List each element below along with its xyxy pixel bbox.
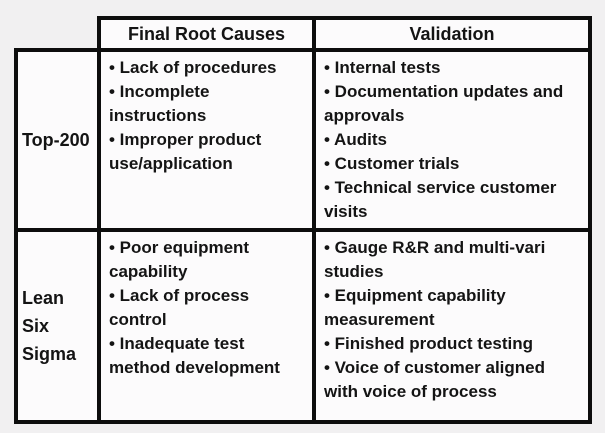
bullet-item: • Gauge R&R and multi-vari studies [324, 238, 546, 281]
header-row: Final Root Causes Validation [16, 16, 592, 52]
cell-top-200-final-root-causes: • Lack of procedures • Incomplete instruc… [97, 48, 316, 232]
bullet-item: • Poor equipment capability [109, 238, 250, 281]
bullet-item: • Incomplete instructions [109, 82, 210, 125]
corner-spacer [16, 18, 99, 50]
root-cause-validation-table: Final Root Causes Validation Top-200 • L… [14, 16, 592, 424]
bullet-item: • Voice of customer aligned with voice o… [324, 358, 546, 401]
row-label-cell-lean-six-sigma: Lean Six Sigma [14, 228, 101, 424]
column-header-final-root-causes: Final Root Causes [97, 16, 316, 52]
bullet-item: • Lack of procedures [109, 58, 277, 77]
bullet-item: • Improper product use/application [109, 130, 262, 173]
table-row-top-200: Top-200 • Lack of procedures • Incomplete… [14, 48, 592, 232]
bullet-item: • Inadequate test method development [109, 334, 280, 377]
cell-lean-six-sigma-final-root-causes: • Poor equipment capability • Lack of pro… [97, 228, 316, 424]
row-label-top-200: Top-200 [22, 130, 90, 150]
bullet-item: • Internal tests [324, 58, 441, 77]
row-label-lean-six-sigma: Lean Six Sigma [22, 288, 77, 364]
bullet-item: • Equipment capability measurement [324, 286, 506, 329]
bullet-item: • Technical service customer visits [324, 178, 557, 221]
bullet-item: • Customer trials [324, 154, 460, 173]
cell-top-200-validation: • Internal tests • Documentation updates … [312, 48, 592, 232]
bullet-item: • Lack of process control [109, 286, 250, 329]
row-label-cell-top-200: Top-200 [14, 48, 101, 232]
bullet-item: • Finished product testing [324, 334, 534, 353]
cell-lean-six-sigma-validation: • Gauge R&R and multi-vari studies • Equi… [312, 228, 592, 424]
bullet-item: • Audits [324, 130, 387, 149]
table-row-lean-six-sigma: Lean Six Sigma • Poor equipment capabili… [14, 228, 592, 424]
column-header-validation: Validation [312, 16, 592, 52]
bullet-item: • Documentation updates and approvals [324, 82, 564, 125]
